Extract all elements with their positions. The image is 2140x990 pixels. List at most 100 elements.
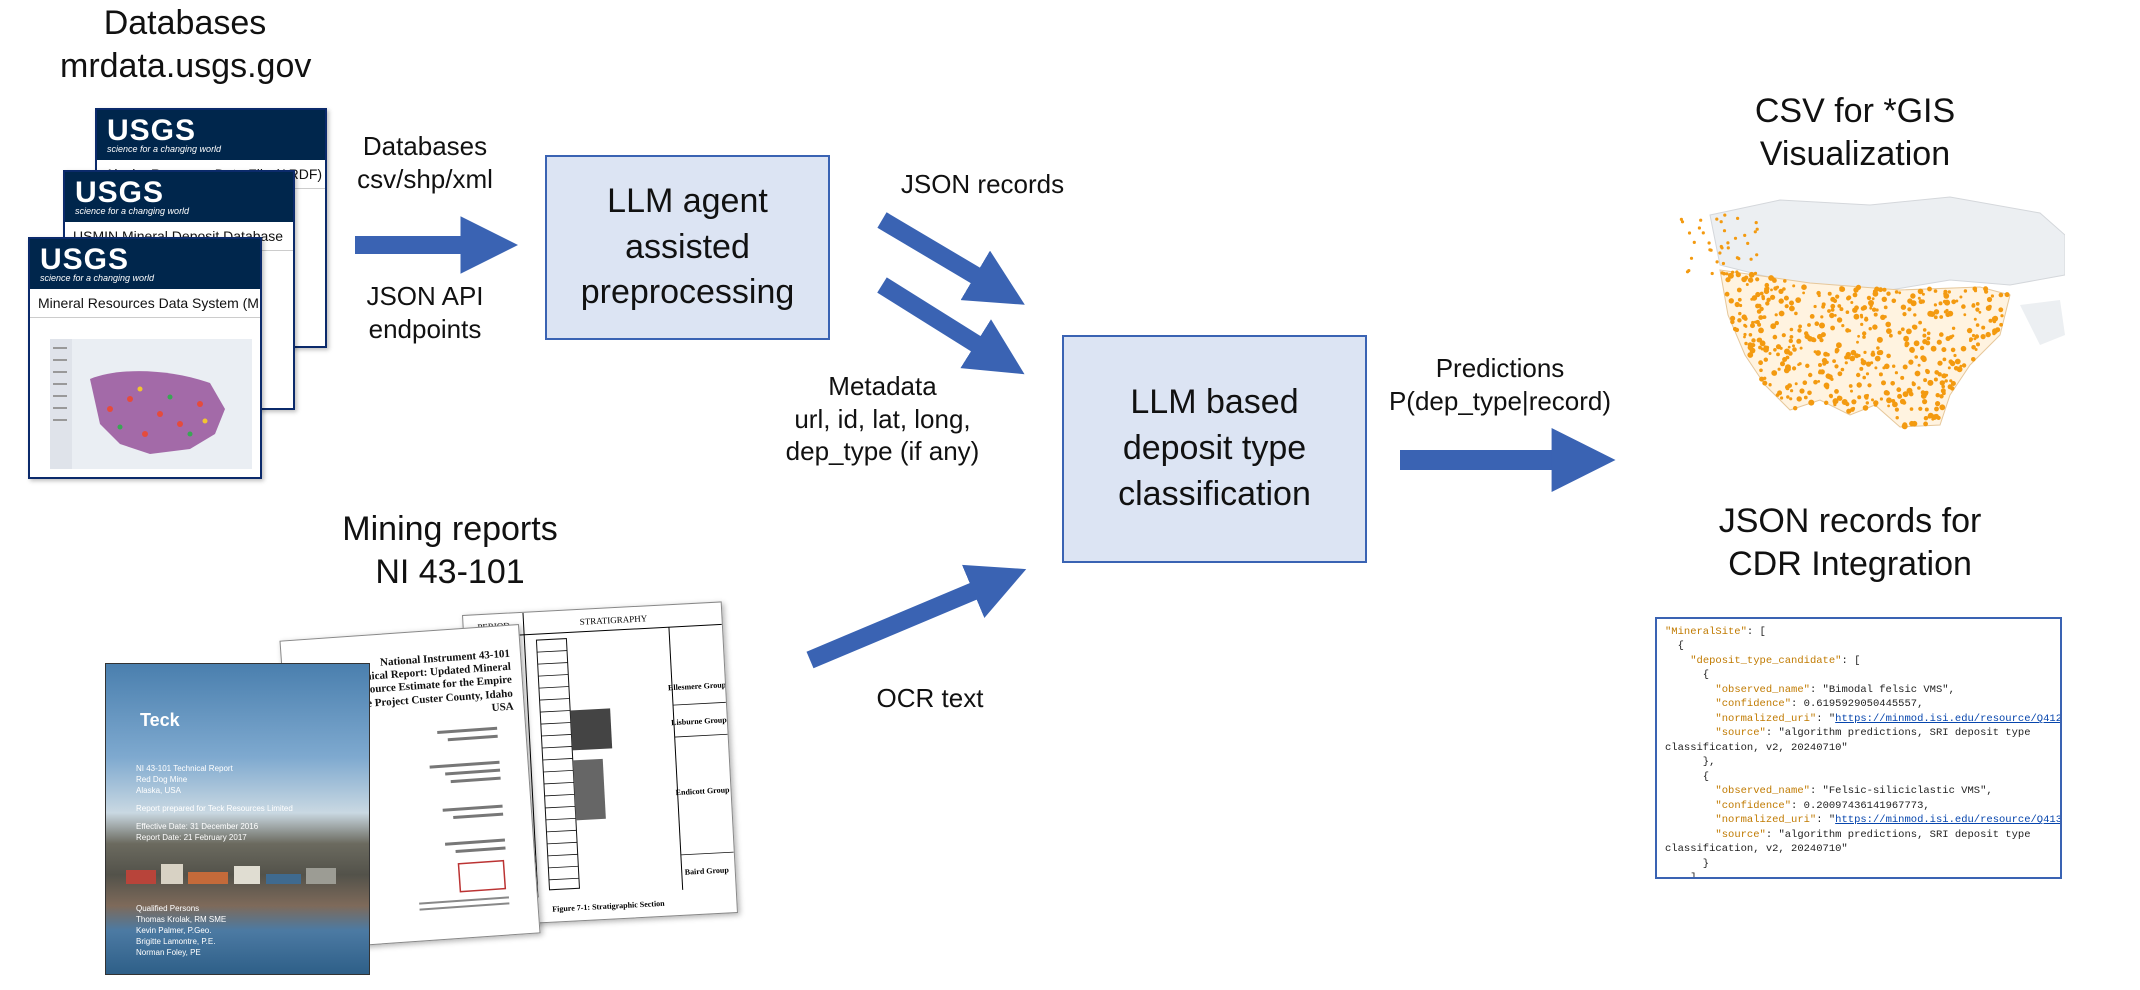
- gis-site-dot: [1883, 390, 1890, 396]
- gis-site-dot: [1764, 282, 1770, 288]
- gis-site-dot: [1778, 298, 1784, 304]
- gis-site-dot: [1799, 388, 1805, 394]
- gis-site-dot: [1923, 378, 1928, 383]
- gis-site-dot: [1917, 363, 1921, 367]
- gis-site-dot: [1933, 303, 1937, 307]
- gis-site-dot: [1939, 315, 1944, 319]
- gis-site-dot: [1825, 385, 1830, 390]
- gis-site-dot: [1871, 307, 1877, 312]
- teck-logo: Teck: [140, 710, 180, 730]
- gis-site-dot: [1878, 287, 1883, 293]
- gis-site-dot: [1772, 278, 1777, 283]
- gis-site-dot: [1902, 422, 1908, 428]
- gis-site-dot: [1821, 304, 1825, 309]
- gis-site-dot: [1757, 337, 1763, 343]
- arrow-reports-ocr: [806, 564, 1027, 669]
- gis-site-dot: [1793, 406, 1798, 411]
- gis-site-dot: [1995, 327, 2001, 333]
- databases-title-line2: mrdata.usgs.gov: [60, 46, 312, 85]
- gis-site-dot: [1877, 350, 1882, 355]
- gis-site-dot: [1986, 296, 1993, 303]
- gis-site-dot: [1850, 389, 1853, 393]
- gis-site-dot: [1817, 293, 1821, 298]
- gis-site-dot: [1775, 393, 1780, 397]
- gis-site-dot: [1796, 338, 1802, 344]
- gis-site-dot: [1883, 315, 1887, 319]
- gis-site-dot: [1947, 366, 1951, 370]
- arrow-preprocess-json-records: [877, 212, 1025, 305]
- gis-site-dot: [1758, 345, 1762, 350]
- gis-site-dot: [1763, 346, 1769, 353]
- gis-site-dot: [1947, 290, 1951, 294]
- gis-site-dot: [1783, 295, 1789, 301]
- strat-group-ellesmere: Ellesmere Group: [668, 680, 727, 692]
- gis-site-dot: [1799, 346, 1803, 350]
- gis-site-dot: [1743, 335, 1746, 339]
- gis-site-dot: [1738, 311, 1742, 316]
- gis-site-dot: [1743, 233, 1747, 237]
- gis-site-dot: [1960, 345, 1967, 352]
- gis-site-dot: [1784, 348, 1790, 355]
- gis-site-dot: [1980, 334, 1986, 340]
- gis-site-dot: [1774, 313, 1778, 317]
- gis-site-dot: [1753, 271, 1758, 275]
- json-line: classification, v2, 20240710": [1665, 843, 1848, 856]
- gis-site-dot: [1862, 405, 1869, 411]
- gis-site-dot: [1866, 295, 1872, 301]
- gis-site-dot: [1937, 372, 1942, 377]
- gis-site-dot: [1988, 318, 1993, 323]
- gis-site-dot: [1697, 226, 1701, 230]
- gis-site-dot: [1956, 366, 1963, 373]
- gis-site-dot: [1887, 404, 1890, 408]
- json-line: "confidence": 0.20097436141967773,: [1715, 799, 1930, 812]
- gis-site-dot: [1874, 355, 1881, 362]
- gis-site-dot: [1689, 256, 1694, 260]
- gis-site-dot: [1862, 331, 1867, 336]
- gis-site-dot: [1894, 290, 1899, 294]
- gis-site-dot: [1807, 390, 1812, 396]
- usgs-logo: USGS: [107, 114, 197, 147]
- gis-site-dot: [1849, 355, 1856, 362]
- gis-site-dot: [1933, 315, 1938, 320]
- gis-site-dot: [1775, 285, 1780, 289]
- gis-site-dot: [1872, 324, 1878, 330]
- gis-site-dot: [1950, 381, 1956, 386]
- gis-site-dot: [1950, 347, 1956, 353]
- gis-site-dot: [1914, 370, 1921, 377]
- gis-site-dot: [1748, 333, 1753, 337]
- gis-site-dot: [1730, 315, 1736, 321]
- gis-site-dot: [1745, 283, 1749, 286]
- gis-site-dot: [1860, 359, 1867, 366]
- gis-site-dot: [1830, 308, 1835, 312]
- gis-site-dot: [1918, 406, 1923, 411]
- gis-site-dot: [1943, 310, 1947, 314]
- gis-site-dot: [1914, 355, 1918, 359]
- gis-site-dot: [1733, 236, 1738, 240]
- gis-site-dot: [1941, 384, 1945, 389]
- gis-site-dot: [1909, 348, 1915, 353]
- mining-reports-title: Mining reports NI 43-101: [300, 508, 600, 593]
- predictions-line2: P(dep_type|record): [1388, 385, 1612, 416]
- gis-site-dot: [1755, 253, 1759, 257]
- json-line: ],: [1665, 872, 1703, 879]
- gis-site-dot: [2006, 294, 2010, 297]
- gis-site-dot: [1927, 412, 1934, 419]
- gis-site-dot: [1770, 294, 1776, 300]
- gis-site-dot: [1855, 284, 1862, 290]
- gis-site-dot: [1785, 364, 1791, 371]
- gis-site-dot: [1922, 328, 1927, 332]
- gis-site-dot: [1721, 261, 1725, 266]
- gis-site-dot: [1917, 386, 1921, 390]
- cover-line: Report Date: 21 February 2017: [136, 833, 247, 842]
- gis-site-dot: [1834, 364, 1839, 369]
- gis-site-dot: [1868, 327, 1872, 331]
- gis-site-dot: [1815, 350, 1821, 356]
- gis-site-dot: [1902, 391, 1909, 398]
- gis-site-dot: [1971, 345, 1976, 350]
- gis-site-dot: [1832, 298, 1838, 303]
- gis-site-dot: [1971, 357, 1976, 362]
- gis-site-dot: [1789, 327, 1794, 332]
- gis-site-dot: [1992, 319, 1997, 324]
- gis-site-dot: [1827, 374, 1833, 380]
